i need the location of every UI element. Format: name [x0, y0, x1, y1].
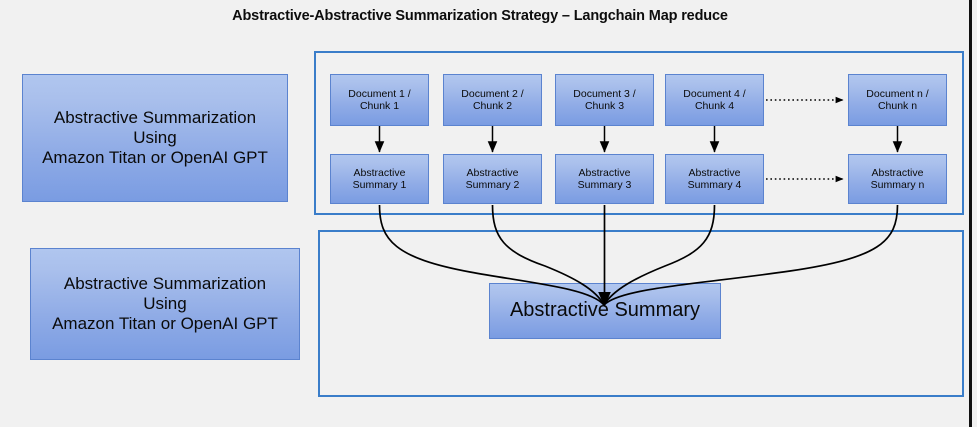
summary-n-line2: Summary n	[870, 179, 925, 191]
abstractive-summary-box-4[interactable]: Abstractive Summary 4	[665, 154, 764, 204]
document-3-line2: Chunk 3	[584, 100, 625, 112]
summary-3-line2: Summary 3	[577, 179, 632, 191]
abstractive-summary-box-1[interactable]: Abstractive Summary 1	[330, 154, 429, 204]
document-chunk-box-n[interactable]: Document n / Chunk n	[848, 74, 947, 126]
side-panel-reduce-label: Abstractive Summarization Using Amazon T…	[30, 248, 300, 360]
document-chunk-box-1[interactable]: Document 1 / Chunk 1	[330, 74, 429, 126]
document-3-line1: Document 3 /	[573, 87, 636, 100]
document-chunk-box-4[interactable]: Document 4 / Chunk 4	[665, 74, 764, 126]
summary-4-line2: Summary 4	[687, 179, 742, 191]
side-panel-bottom-line1: Abstractive Summarization	[63, 273, 267, 293]
document-2-line2: Chunk 2	[472, 100, 513, 112]
final-abstractive-summary-box[interactable]: Abstractive Summary	[489, 283, 721, 339]
document-n-line1: Document n /	[866, 87, 929, 100]
document-chunk-box-3[interactable]: Document 3 / Chunk 3	[555, 74, 654, 126]
document-2-line1: Document 2 /	[461, 87, 524, 100]
document-4-line1: Document 4 /	[683, 87, 746, 100]
summary-2-line1: Abstractive	[466, 166, 519, 179]
diagram-title: Abstractive-Abstractive Summarization St…	[232, 8, 728, 24]
document-1-line2: Chunk 1	[359, 100, 400, 112]
side-panel-top-line1: Abstractive Summarization	[53, 107, 257, 127]
side-panel-bottom-line3: Amazon Titan or OpenAI GPT	[52, 314, 278, 334]
abstractive-summary-box-n[interactable]: Abstractive Summary n	[848, 154, 947, 204]
side-panel-bottom-line2: Using	[143, 293, 187, 313]
document-1-line1: Document 1 /	[348, 87, 411, 100]
summary-2-line2: Summary 2	[465, 179, 520, 191]
document-n-line2: Chunk n	[877, 100, 918, 112]
summary-4-line1: Abstractive	[688, 166, 741, 179]
side-panel-top-line3: Amazon Titan or OpenAI GPT	[42, 148, 268, 168]
side-panel-map-label: Abstractive Summarization Using Amazon T…	[22, 74, 288, 202]
abstractive-summary-box-3[interactable]: Abstractive Summary 3	[555, 154, 654, 204]
final-summary-label: Abstractive Summary	[509, 299, 701, 322]
side-panel-top-line2: Using	[133, 127, 177, 147]
summary-1-line2: Summary 1	[352, 179, 407, 191]
summary-1-line1: Abstractive	[353, 166, 406, 179]
summary-n-line1: Abstractive	[871, 166, 924, 179]
summary-3-line1: Abstractive	[578, 166, 631, 179]
page-right-edge	[969, 0, 977, 427]
document-chunk-box-2[interactable]: Document 2 / Chunk 2	[443, 74, 542, 126]
abstractive-summary-box-2[interactable]: Abstractive Summary 2	[443, 154, 542, 204]
document-4-line2: Chunk 4	[694, 100, 735, 112]
